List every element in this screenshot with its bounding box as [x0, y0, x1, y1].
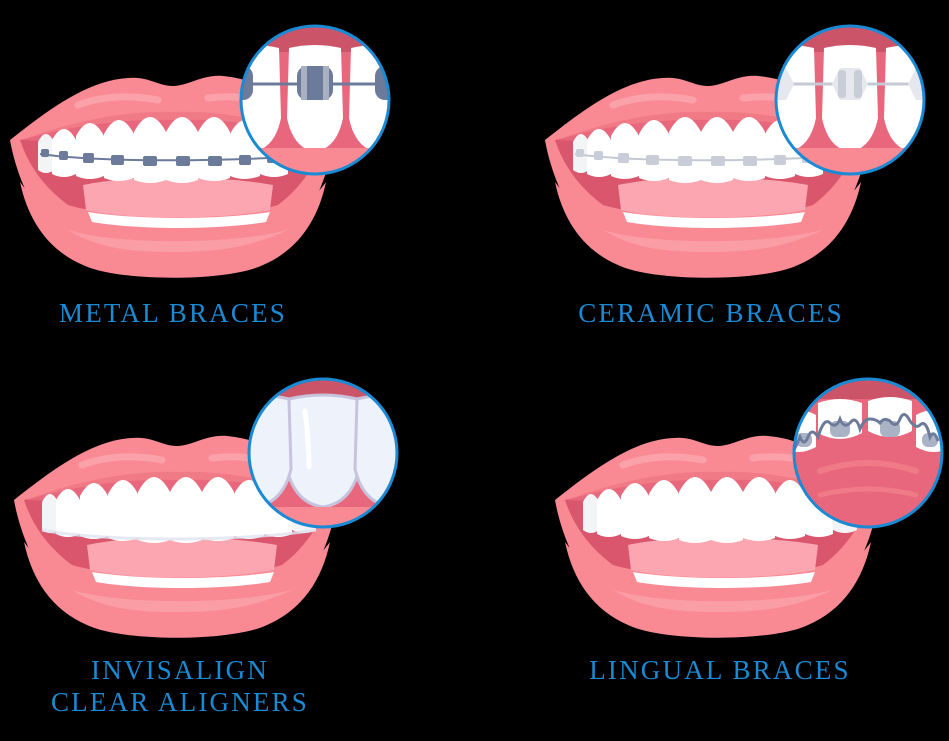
label-line: CERAMIC BRACES: [578, 298, 844, 328]
label-line: METAL BRACES: [58, 298, 287, 328]
magnifier-ceramic: [774, 24, 926, 176]
label-lingual-braces: LINGUAL BRACES: [570, 654, 870, 686]
magnifier-metal: [239, 24, 391, 176]
panel-metal-braces: [8, 24, 408, 320]
panel-ceramic-braces: [543, 24, 943, 320]
mouth-illustration-invisalign: [12, 430, 342, 645]
magnifier-invisalign: [247, 377, 399, 529]
label-ceramic-braces: CERAMIC BRACES: [560, 297, 862, 329]
label-metal-braces: METAL BRACES: [40, 297, 306, 329]
label-line: LINGUAL BRACES: [589, 655, 851, 685]
panel-lingual-braces: [553, 377, 949, 680]
panel-invisalign: [12, 377, 412, 680]
magnifier-lingual: [792, 377, 944, 529]
label-line-2: CLEAR ALIGNERS: [50, 687, 310, 717]
label-invisalign: INVISALIGN CLEAR ALIGNERS: [30, 654, 330, 718]
label-line-1: INVISALIGN: [91, 655, 269, 685]
